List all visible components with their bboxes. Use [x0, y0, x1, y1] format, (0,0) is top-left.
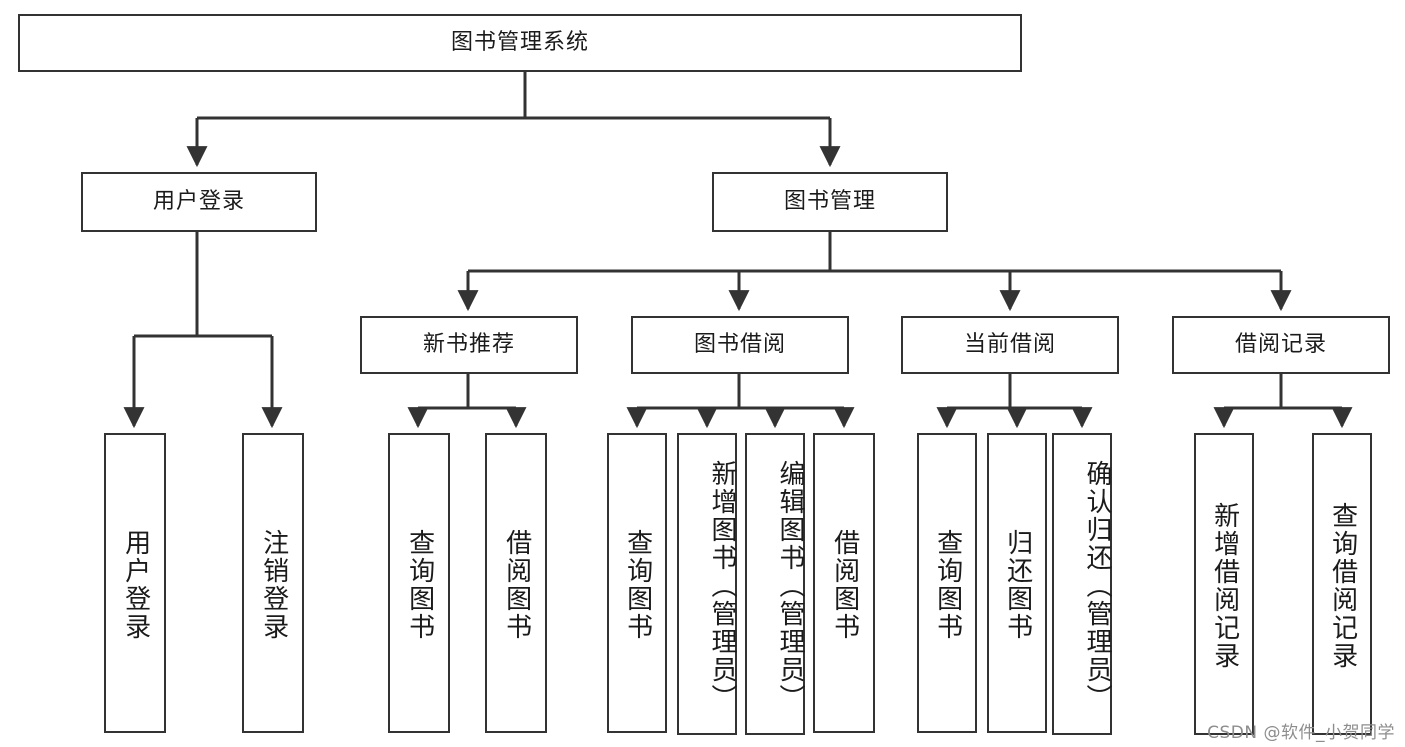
node-leaf-return-book-label: 归还图书	[1002, 529, 1033, 641]
node-leaf-query-book-1-label: 查询图书	[404, 529, 435, 641]
node-leaf-query-book-2[interactable]: 查询图书	[607, 433, 667, 733]
node-current-borrow-label: 当前借阅	[963, 331, 1056, 357]
node-leaf-borrow-book-2[interactable]: 借阅图书	[813, 433, 875, 733]
node-leaf-confirm-return[interactable]: 确认归还（管理员）	[1052, 433, 1112, 735]
node-leaf-query-book-3-label: 查询图书	[932, 529, 963, 641]
watermark: CSDN @软件_小贺同学	[1207, 723, 1395, 743]
node-borrow-record-label: 借阅记录	[1234, 331, 1327, 357]
node-leaf-user-logout[interactable]: 注销登录	[242, 433, 304, 733]
node-new-book-rec-label: 新书推荐	[422, 331, 515, 357]
node-leaf-confirm-return-label: 确认归还（管理员）	[1082, 460, 1112, 712]
node-leaf-borrow-book-2-label: 借阅图书	[829, 529, 860, 641]
node-root-label: 图书管理系统	[450, 29, 589, 55]
node-leaf-user-logout-label: 注销登录	[258, 529, 289, 641]
node-leaf-add-record[interactable]: 新增借阅记录	[1194, 433, 1254, 735]
node-book-borrow[interactable]: 图书借阅	[631, 316, 849, 374]
node-leaf-user-login-label: 用户登录	[120, 529, 151, 641]
node-user-login-label: 用户登录	[152, 188, 245, 214]
node-user-login[interactable]: 用户登录	[81, 172, 317, 232]
node-book-borrow-label: 图书借阅	[693, 331, 786, 357]
node-leaf-query-record[interactable]: 查询借阅记录	[1312, 433, 1372, 735]
node-leaf-borrow-book-1-label: 借阅图书	[501, 529, 532, 641]
node-book-manage-label: 图书管理	[783, 188, 876, 214]
node-leaf-borrow-book-1[interactable]: 借阅图书	[485, 433, 547, 733]
node-leaf-add-book-label: 新增图书（管理员）	[707, 460, 737, 712]
node-leaf-query-record-label: 查询借阅记录	[1327, 502, 1358, 670]
node-leaf-add-book[interactable]: 新增图书（管理员）	[677, 433, 737, 735]
node-new-book-rec[interactable]: 新书推荐	[360, 316, 578, 374]
node-leaf-user-login[interactable]: 用户登录	[104, 433, 166, 733]
node-book-manage[interactable]: 图书管理	[712, 172, 948, 232]
node-root[interactable]: 图书管理系统	[18, 14, 1022, 72]
node-leaf-query-book-3[interactable]: 查询图书	[917, 433, 977, 733]
node-leaf-edit-book-label: 编辑图书（管理员）	[775, 460, 805, 712]
node-current-borrow[interactable]: 当前借阅	[901, 316, 1119, 374]
node-leaf-add-record-label: 新增借阅记录	[1209, 502, 1240, 670]
node-borrow-record[interactable]: 借阅记录	[1172, 316, 1390, 374]
node-leaf-query-book-2-label: 查询图书	[622, 529, 653, 641]
node-leaf-return-book[interactable]: 归还图书	[987, 433, 1047, 733]
node-leaf-query-book-1[interactable]: 查询图书	[388, 433, 450, 733]
node-leaf-edit-book[interactable]: 编辑图书（管理员）	[745, 433, 805, 735]
